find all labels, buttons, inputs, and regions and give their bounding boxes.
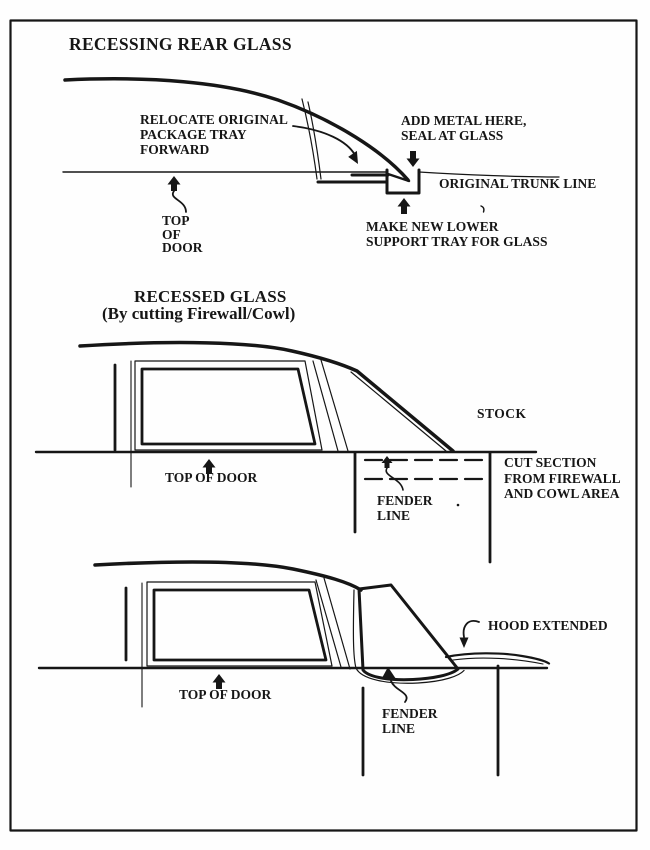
d3-door-window-opening: [146, 581, 333, 667]
d2-fender-up-arrow-icon: [381, 456, 393, 468]
d2-stock-label: STOCK: [477, 406, 527, 421]
d1-support-tray-label: MAKE NEW LOWER SUPPORT TRAY FOR GLASS: [366, 219, 548, 249]
d2-top-of-door-up-arrow-icon: [202, 459, 216, 474]
d2-fender-arrow-tail: [385, 467, 404, 491]
d2-door-window-opening: [134, 360, 323, 451]
d1-title: RECESSING REAR GLASS: [69, 34, 292, 54]
d3-hood-down-arrowhead-icon: [459, 637, 469, 648]
d3-fender-arrow-tail: [390, 680, 408, 703]
d3-glass-opening-outline: [352, 589, 465, 684]
d3-top-of-door-up-arrow-icon: [212, 674, 226, 689]
d3-top-of-door-label: TOP OF DOOR: [179, 687, 272, 702]
d2-a-pillar-line-1: [312, 360, 339, 452]
d3-hood-extended-label: HOOD EXTENDED: [488, 618, 608, 633]
d1-top-of-door-label: TOP OF DOOR: [162, 213, 203, 255]
d2-door-window-glass: [140, 367, 317, 446]
d1-add-metal-down-arrow-icon: [406, 151, 420, 167]
d1-top-of-door-up-arrow-icon: [167, 176, 181, 191]
d1-trunk-line: [418, 171, 560, 178]
page-border: [9, 19, 638, 832]
d2-windshield-inner-line: [350, 371, 447, 452]
d3-hood-arrow-curve: [462, 620, 480, 638]
d2-subtitle: (By cutting Firewall/Cowl): [102, 304, 296, 323]
d3-door-window-glass: [152, 588, 328, 662]
d2-title: RECESSED GLASS: [134, 287, 287, 306]
d3-fender-line-label: FENDER LINE: [382, 706, 438, 736]
d1-relocate-label: RELOCATE ORIGINAL PACKAGE TRAY FORWARD: [140, 112, 288, 157]
d2-stray-dot: [456, 503, 460, 507]
d3-fender-up-arrowhead-icon: [382, 667, 396, 679]
diagram-recessed-glass-modified: [37, 560, 551, 777]
d2-top-of-door-label: TOP OF DOOR: [165, 470, 258, 485]
d1-relocate-arrow-curve: [292, 125, 356, 156]
d2-fender-line-label: FENDER LINE: [377, 493, 433, 523]
diagram-recessed-glass-stock: [34, 340, 538, 564]
d1-add-metal-label: ADD METAL HERE, SEAL AT GLASS: [401, 113, 527, 143]
d1-glass-bottom-edge: [386, 172, 411, 183]
d1-top-of-door-arrow-tail: [171, 190, 187, 213]
d2-a-pillar-line-2: [320, 359, 349, 452]
d1-support-tray-up-arrow-icon: [397, 198, 411, 214]
d3-a-pillar-line-2: [323, 577, 351, 670]
d3-roofline: [93, 560, 363, 592]
d2-roofline-windshield: [78, 340, 455, 453]
d3-a-pillar-line-1: [315, 579, 342, 668]
d2-cut-section-label: CUT SECTION FROM FIREWALL AND COWL AREA: [504, 455, 621, 501]
d3-extended-hood-line-lower: [452, 657, 544, 665]
d3-extended-hood-line-upper: [444, 652, 551, 665]
d1-roofline: [63, 77, 410, 182]
d1-original-trunk-line-label: ORIGINAL TRUNK LINE: [439, 176, 597, 191]
diagram-recessing-rear-glass: [62, 77, 560, 214]
d1-relocate-arrowhead-icon: [348, 150, 358, 164]
d1-support-channel: [385, 168, 421, 195]
d1-stray-mark: [480, 205, 485, 213]
d3-recessed-windshield-glass: [357, 583, 460, 682]
